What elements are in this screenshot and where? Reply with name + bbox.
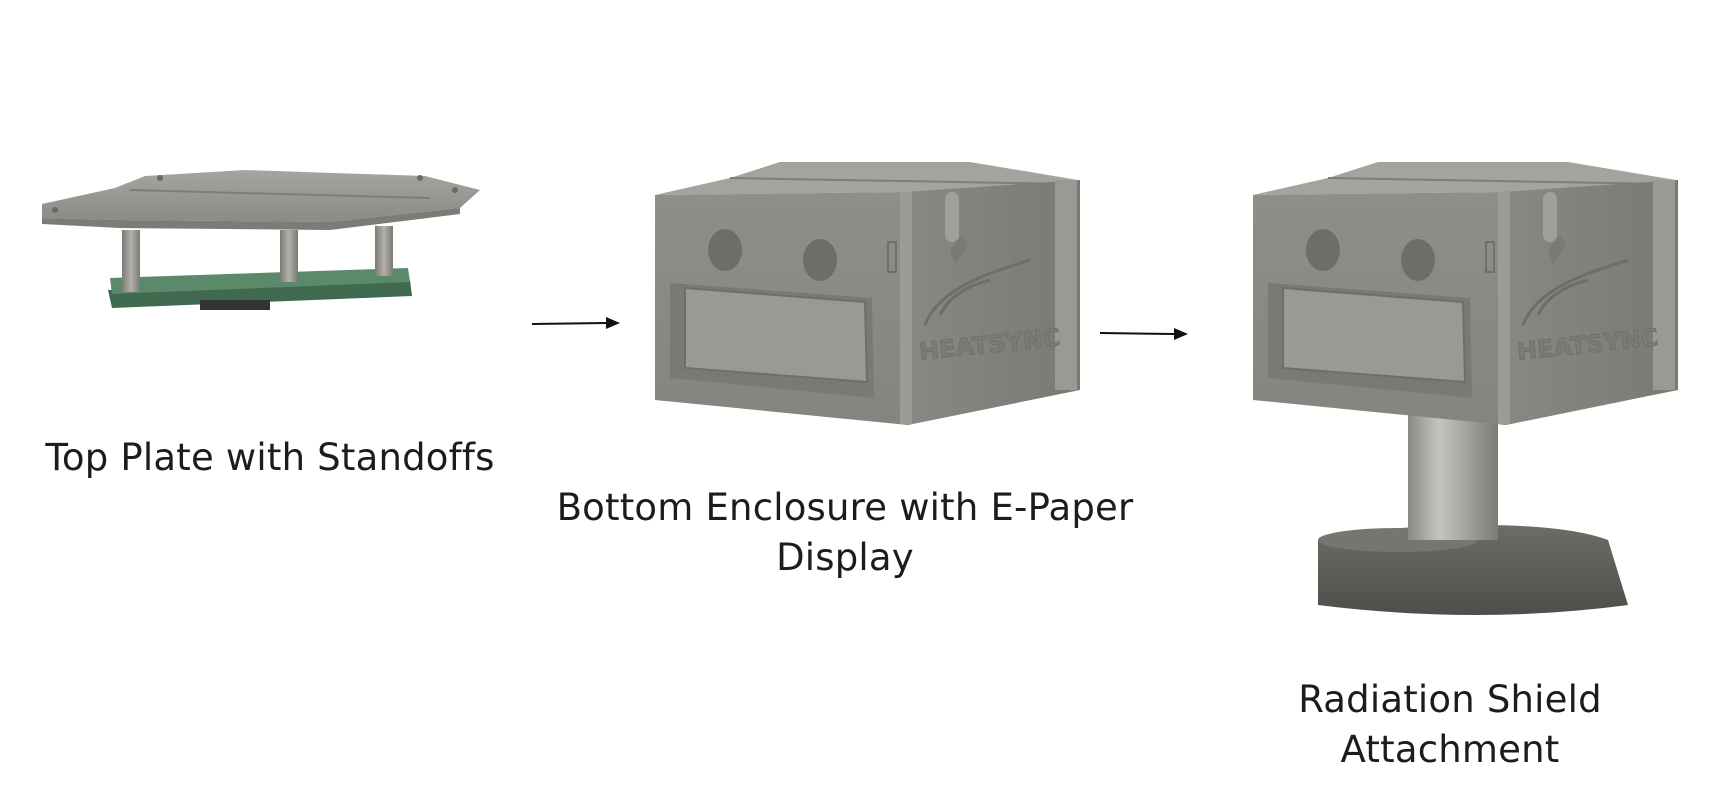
bottom-enclosure-render: HEATSYNC — [655, 162, 1080, 425]
enclosure-side — [905, 180, 1080, 425]
sensor-hole — [1306, 229, 1340, 271]
radiation-shield-render: HEATSYNC — [1253, 162, 1678, 615]
sensor-hole — [1401, 239, 1435, 281]
standoff — [375, 226, 393, 276]
top-plate-top — [42, 170, 480, 222]
epaper-display — [1282, 286, 1467, 384]
arrow-right-icon — [532, 317, 620, 329]
arrow-right-icon — [1100, 328, 1188, 340]
step-label-radiation-shield: Radiation Shield Attachment — [1298, 678, 1602, 771]
standoff — [122, 230, 140, 292]
top-plate-render — [42, 170, 480, 310]
step-label-bottom-enclosure: Bottom Enclosure with E-Paper Display — [556, 486, 1134, 579]
pcb-board — [110, 268, 410, 294]
standoff — [280, 230, 298, 282]
connector — [200, 300, 270, 310]
epaper-display — [684, 286, 869, 384]
step-label-top-plate: Top Plate with Standoffs — [45, 436, 495, 479]
pcb-board-lower — [108, 280, 412, 308]
top-plate-edge — [42, 208, 460, 230]
sensor-hole — [708, 229, 742, 271]
sensor-hole — [803, 239, 837, 281]
enclosure-side — [1503, 180, 1678, 425]
